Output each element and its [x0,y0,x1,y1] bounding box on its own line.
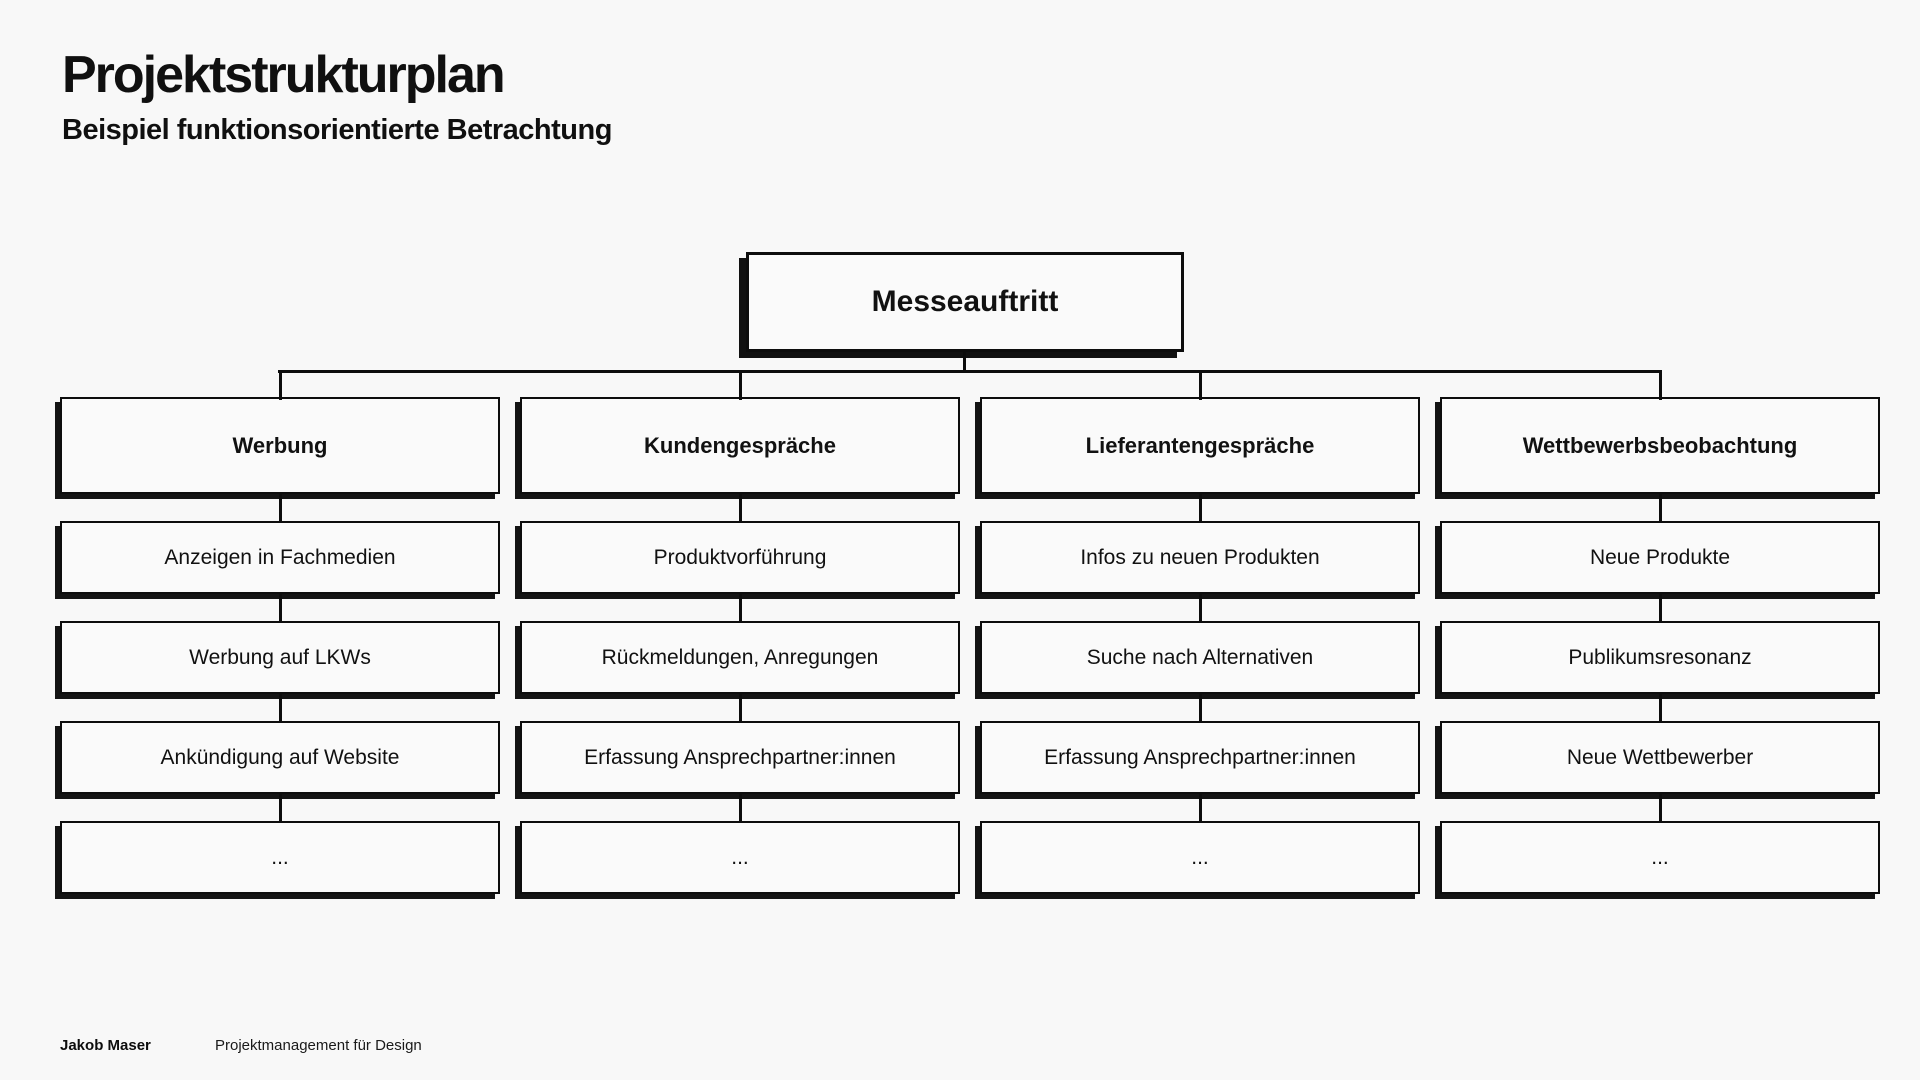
work-package-label: Infos zu neuen Produkten [1080,545,1320,569]
slide-header: Projektstrukturplan Beispiel funktionsor… [62,46,612,147]
work-package-label: Neue Produkte [1589,545,1731,569]
connector-vertical [1658,794,1662,821]
connector-vertical [1198,494,1202,521]
work-package-box: Suche nach Alternativen [980,621,1420,694]
work-package-label: ... [1191,845,1209,869]
connector-vertical [1658,594,1662,621]
page-title: Projektstrukturplan [62,46,506,104]
slide-footer: Jakob Maser Projektmanagement für Design [60,1037,422,1054]
connector-vertical [738,794,742,821]
work-package-box: ... [520,821,960,894]
work-package-label: Erfassung Ansprechpartner:innen [584,745,896,769]
work-package-label: Erfassung Ansprechpartner:innen [1044,745,1356,769]
work-package-label: ... [731,845,749,869]
connector-horizontal-bar [278,370,1662,373]
work-package-label: Rückmeldungen, Anregungen [601,645,879,669]
connector-vertical [738,594,742,621]
connector-vertical [738,694,742,721]
root-node-label: Messeauftritt [871,285,1059,318]
work-package-box: ... [60,821,500,894]
category-box: Lieferantengespräche [980,397,1420,494]
work-package-label: Publikumsresonanz [1568,645,1752,669]
work-package-label: Anzeigen in Fachmedien [164,545,396,569]
work-package-label: ... [1651,845,1669,869]
connector-vertical [278,794,282,821]
connector-vertical [278,494,282,521]
work-package-box: Produktvorführung [520,521,960,594]
footer-course: Projektmanagement für Design [215,1037,422,1054]
connector-vertical [1198,594,1202,621]
connector-drop [278,370,282,400]
work-package-box: Infos zu neuen Produkten [980,521,1420,594]
connector-vertical [1658,694,1662,721]
category-label: Wettbewerbsbeobachtung [1522,432,1798,458]
work-package-box: Anzeigen in Fachmedien [60,521,500,594]
connector-vertical [278,594,282,621]
work-package-label: Produktvorführung [653,545,827,569]
category-box: Werbung [60,397,500,494]
connector-vertical [1198,794,1202,821]
work-package-box: ... [1440,821,1880,894]
work-package-box: Neue Wettbewerber [1440,721,1880,794]
connector-vertical [278,694,282,721]
work-package-label: Suche nach Alternativen [1086,645,1314,669]
work-package-box: Neue Produkte [1440,521,1880,594]
work-package-label: Neue Wettbewerber [1566,745,1754,769]
category-label: Werbung [232,432,328,458]
work-package-box: Publikumsresonanz [1440,621,1880,694]
category-box: Wettbewerbsbeobachtung [1440,397,1880,494]
connector-vertical [1198,694,1202,721]
work-package-label: ... [271,845,289,869]
work-package-box: Erfassung Ansprechpartner:innen [980,721,1420,794]
category-label: Kundengespräche [644,432,836,458]
root-node-box: Messeauftritt [746,252,1184,352]
work-package-box: Rückmeldungen, Anregungen [520,621,960,694]
work-package-box: Werbung auf LKWs [60,621,500,694]
work-package-box: ... [980,821,1420,894]
category-label: Lieferantengespräche [1085,432,1315,458]
work-package-box: Erfassung Ansprechpartner:innen [520,721,960,794]
work-package-box: Ankündigung auf Website [60,721,500,794]
page-subtitle: Beispiel funktionsorientierte Betrachtun… [62,113,612,146]
connector-drop [738,370,742,400]
connector-vertical [738,494,742,521]
category-box: Kundengespräche [520,397,960,494]
connector-drop [1198,370,1202,400]
work-package-label: Ankündigung auf Website [160,745,400,769]
connector-drop [1658,370,1662,400]
footer-author: Jakob Maser [60,1037,151,1054]
connector-root-stub [963,352,966,372]
work-package-label: Werbung auf LKWs [189,645,371,669]
connector-vertical [1658,494,1662,521]
